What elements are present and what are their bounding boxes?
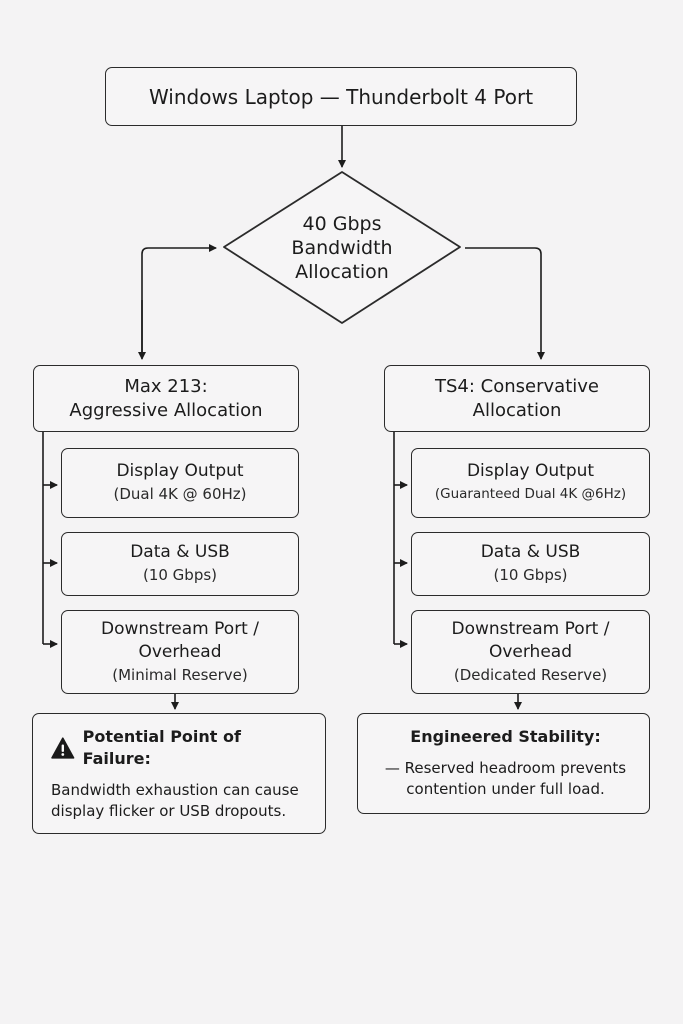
item-title-line-2: Overhead	[488, 641, 573, 662]
arrow-diamond-to-left-header	[141, 244, 217, 358]
max213-data-usb: Data & USB (10 Gbps)	[61, 532, 299, 596]
item-title-line-1: Downstream Port /	[101, 618, 259, 639]
item-detail: (10 Gbps)	[493, 566, 568, 584]
stability-note-title: Engineered Stability:	[410, 727, 601, 746]
warning-icon	[51, 737, 75, 759]
failure-note-title: Potential Point of Failure:	[82, 727, 241, 768]
arrow-diamond-to-right-header	[465, 247, 545, 360]
stability-note: Engineered Stability: — Reserved headroo…	[357, 713, 650, 814]
laptop-port-title: Windows Laptop — Thunderbolt 4 Port	[148, 84, 534, 109]
laptop-port-node: Windows Laptop — Thunderbolt 4 Port	[105, 67, 577, 126]
ts4-downstream-overhead: Downstream Port / Overhead (Dedicated Re…	[411, 610, 650, 694]
item-title: Data & USB	[480, 542, 581, 562]
item-title: Display Output	[466, 461, 595, 481]
bandwidth-decision-node: 40 Gbps Bandwidth Allocation	[222, 172, 462, 324]
stability-note-body: — Reserved headroom prevents contention …	[384, 759, 627, 798]
max213-header-line-1: Max 213:	[124, 375, 208, 397]
decision-diamond-shape	[223, 171, 461, 324]
ts4-data-usb: Data & USB (10 Gbps)	[411, 532, 650, 596]
item-title: Data & USB	[130, 542, 230, 562]
max213-display-output: Display Output (Dual 4K @ 60Hz)	[61, 448, 299, 518]
diamond-line-1: 40 Gbps	[302, 213, 382, 235]
item-detail: (Minimal Reserve)	[112, 665, 248, 684]
item-title-line-1: Downstream Port /	[451, 618, 610, 639]
diamond-line-3: Allocation	[295, 261, 389, 283]
failure-note-body: Bandwidth exhaustion can cause display f…	[51, 781, 299, 820]
failure-note: Potential Point of Failure: Bandwidth ex…	[32, 713, 326, 834]
item-title-line-2: Overhead	[138, 641, 222, 662]
item-detail: (Dedicated Reserve)	[453, 665, 608, 684]
item-detail: (Dual 4K @ 60Hz)	[113, 485, 247, 503]
ts4-header-line-1: TS4: Conservative	[435, 375, 599, 397]
ts4-header-line-2: Allocation	[472, 399, 562, 421]
item-detail: (Guaranteed Dual 4K @6Hz)	[434, 486, 627, 502]
ts4-display-output: Display Output (Guaranteed Dual 4K @6Hz)	[411, 448, 650, 518]
max213-header: Max 213: Aggressive Allocation	[33, 365, 299, 432]
max213-downstream-overhead: Downstream Port / Overhead (Minimal Rese…	[61, 610, 299, 694]
max213-header-line-2: Aggressive Allocation	[69, 399, 263, 421]
item-detail: (10 Gbps)	[142, 566, 218, 584]
ts4-header: TS4: Conservative Allocation	[384, 365, 650, 432]
item-title: Display Output	[116, 461, 244, 481]
diamond-line-2: Bandwidth	[291, 237, 393, 259]
